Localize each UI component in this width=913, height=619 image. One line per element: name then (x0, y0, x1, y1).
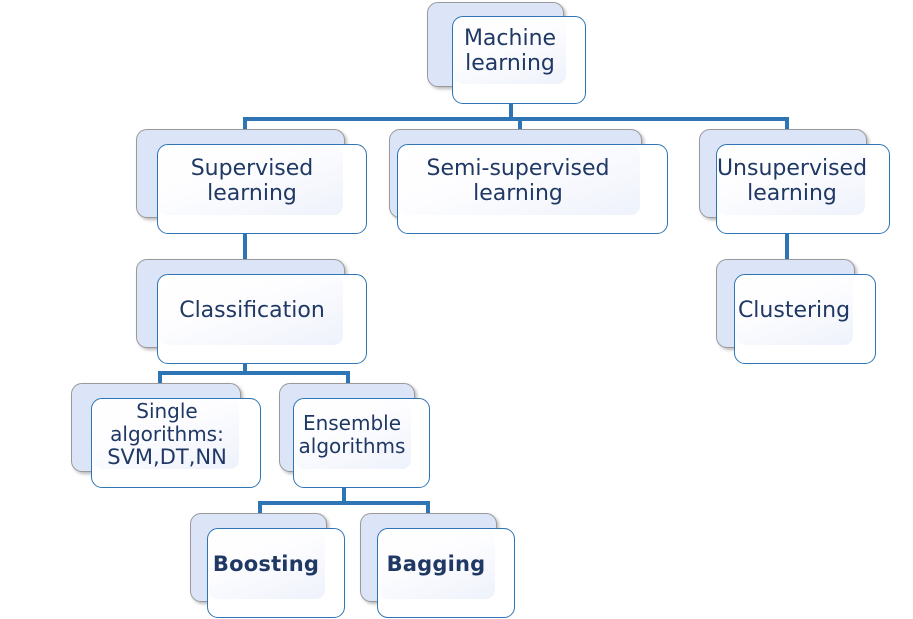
connector-ml-stem (509, 100, 513, 120)
connector-ml-to-semisupervised (518, 117, 522, 139)
connector-classification-to-ensemble (346, 371, 350, 393)
node-inner-fill (736, 276, 853, 345)
node-inner-fill (295, 400, 411, 469)
node-bagging[interactable]: Bagging (360, 513, 515, 619)
connector-classification-stem (243, 358, 247, 375)
node-inner-fill (379, 530, 495, 599)
connector-ensemble-bus (258, 501, 430, 505)
connector-ensemble-to-bagging (426, 501, 430, 523)
node-classification[interactable]: Classification (136, 259, 368, 365)
node-inner-fill (209, 530, 325, 599)
node-inner-fill (159, 146, 343, 215)
connector-ensemble-stem (342, 488, 346, 505)
connector-ml-to-supervised (243, 117, 247, 139)
connector-unsupervised-to-clustering (785, 228, 789, 272)
connector-ml-bus (243, 117, 789, 121)
connector-classification-bus (158, 371, 350, 375)
node-inner-fill (93, 400, 239, 469)
node-inner-fill (718, 146, 865, 215)
node-inner-fill (159, 276, 343, 345)
node-inner-fill (399, 146, 640, 215)
connector-ensemble-to-boosting (258, 501, 262, 523)
connector-ml-to-unsupervised (785, 117, 789, 139)
connector-supervised-to-classification (243, 228, 247, 272)
node-clustering[interactable]: Clustering (716, 259, 876, 365)
node-inner-fill (454, 18, 566, 84)
node-boosting[interactable]: Boosting (190, 513, 345, 619)
connector-classification-to-single (158, 371, 162, 393)
